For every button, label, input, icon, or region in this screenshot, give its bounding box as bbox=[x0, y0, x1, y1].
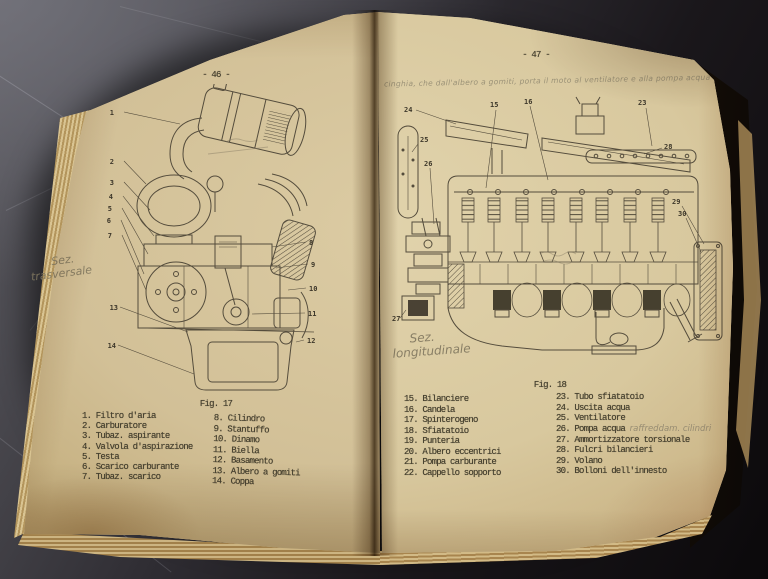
fig18-legend-right: 23. Tubo sfiatatoio 24. Uscita acqua 25.… bbox=[556, 392, 711, 477]
intake-elbow bbox=[169, 117, 205, 180]
oil-pan bbox=[141, 327, 315, 391]
legend-item: 7. Tubaz. scarico bbox=[82, 472, 161, 483]
crankshaft-bearings bbox=[447, 282, 691, 318]
fig-label: 15 bbox=[490, 101, 498, 109]
legend-item: 15. Bilanciere bbox=[404, 394, 469, 404]
intake-manifold-carburetor bbox=[541, 96, 691, 173]
legend-item: 20. Albero eccentrici bbox=[404, 446, 501, 457]
drain-tube bbox=[669, 298, 703, 343]
legend-item: 29. Volano bbox=[556, 455, 603, 466]
fig-label: 5 bbox=[108, 205, 112, 213]
fig-label: 16 bbox=[524, 98, 532, 106]
legend-item: 19. Punteria bbox=[404, 436, 460, 447]
legend-item: 28. Fulcri bilancieri bbox=[556, 445, 653, 456]
dynamo-circle bbox=[145, 261, 207, 323]
fig-label: 9 bbox=[311, 261, 315, 269]
fig-label: 29 bbox=[672, 198, 680, 206]
legend-item: 5. Testa bbox=[82, 451, 120, 462]
fan-blade bbox=[397, 125, 419, 219]
legend-item: 4. Valvola d'aspirazione bbox=[82, 441, 193, 452]
fig-label: 10 bbox=[309, 285, 317, 293]
oil-pan-pump bbox=[447, 307, 665, 355]
fig-label: 3 bbox=[110, 179, 114, 187]
legend-item: 21. Pompa carburante bbox=[404, 457, 497, 468]
piston-crank bbox=[214, 235, 250, 326]
legend-item: 16. Candela bbox=[404, 404, 455, 415]
fig-label: 24 bbox=[404, 106, 412, 114]
legend-item: 3. Tubaz. aspirante bbox=[82, 431, 170, 442]
annotation-pencil-26: raffreddam. cilindri bbox=[629, 423, 712, 434]
cylinder-lines bbox=[479, 264, 677, 284]
engine-block-outline bbox=[447, 175, 699, 309]
fig-label: 2 bbox=[110, 158, 114, 166]
fig17-engine-cross-section: 1 2 3 4 5 6 7 8 9 10 11 12 13 14 bbox=[107, 84, 317, 391]
legend-item: 17. Spinterogeno bbox=[404, 415, 478, 426]
air-filter-canister bbox=[197, 84, 307, 156]
legend-item: 24. Uscita acqua bbox=[556, 402, 630, 413]
fig-label: 25 bbox=[420, 136, 428, 144]
legend-item: 27. Ammortizzatore torsionale bbox=[556, 434, 690, 445]
legend-item: 6. Scarico carburante bbox=[82, 461, 179, 472]
page-number-47: - 47 - bbox=[522, 50, 550, 60]
fig-label: 8 bbox=[309, 239, 313, 247]
annotation-sez-longitudinale: Sez. longitudinale bbox=[391, 327, 471, 361]
legend-item: 2. Carburatore bbox=[82, 421, 147, 432]
fig-label: 1 bbox=[110, 109, 114, 117]
fig17-legend-left: 1. Filtro d'aria 2. Carburatore 3. Tubaz… bbox=[82, 411, 193, 483]
legend-item: 30. Bolloni dell'innesto bbox=[556, 466, 667, 477]
fig18-caption: Fig. 18 bbox=[533, 380, 567, 390]
legend-item: 22. Cappello sopporto bbox=[404, 467, 501, 478]
pencil-scribble bbox=[207, 138, 269, 155]
fig-label: 12 bbox=[307, 337, 315, 345]
torsional-damper bbox=[401, 295, 435, 321]
fig-label: 28 bbox=[664, 143, 672, 151]
fig-label: 30 bbox=[678, 210, 686, 218]
legend-item-with-pencil: 26. Pompa acqua raffreddam. cilindri bbox=[556, 424, 711, 435]
fig-label: 11 bbox=[308, 310, 316, 318]
rocker-rail bbox=[585, 149, 697, 164]
fig18-legend-left: 15. Bilanciere 16. Candela 17. Spinterog… bbox=[404, 394, 501, 478]
valve-springs bbox=[459, 197, 667, 263]
legend-item: 25. Ventilatore bbox=[556, 413, 626, 424]
fig-label: 6 bbox=[107, 217, 111, 225]
fig-label: 26 bbox=[424, 160, 432, 168]
water-outlet-duct bbox=[445, 119, 529, 174]
fig-label: 23 bbox=[638, 99, 646, 107]
fig17-legend-right: 8. Cilindro 9. Stantuffo 10. Dinamo 11. … bbox=[212, 413, 301, 489]
cylinder-head-block bbox=[137, 243, 281, 329]
page-number-46: - 46 - bbox=[202, 70, 230, 80]
legend-item: 18. Sfiatatoio bbox=[404, 425, 469, 436]
fig-label: 27 bbox=[392, 315, 400, 323]
water-pump-pulleys bbox=[405, 217, 451, 295]
fig17-caption: Fig. 17 bbox=[199, 399, 233, 409]
legend-item: 23. Tubo sfiatatoio bbox=[556, 392, 644, 402]
legend-item: 1. Filtro d'aria bbox=[82, 411, 156, 421]
legend-item: 26. Pompa acqua bbox=[556, 423, 626, 434]
fig-label: 13 bbox=[110, 304, 118, 312]
fig-label: 4 bbox=[109, 193, 113, 201]
fig-label: 7 bbox=[108, 232, 112, 240]
fig-label: 14 bbox=[108, 342, 116, 350]
exhaust-pipes-shield bbox=[257, 173, 316, 345]
